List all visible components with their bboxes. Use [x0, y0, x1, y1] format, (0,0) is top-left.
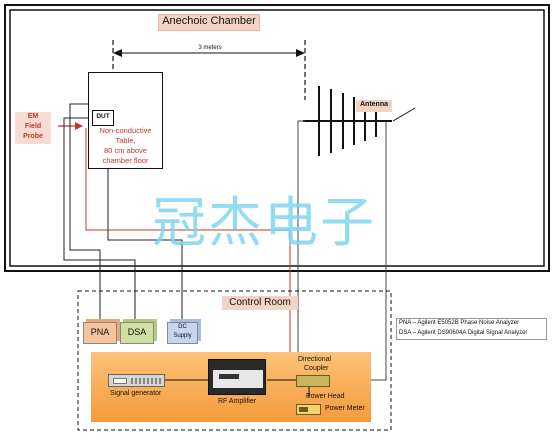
probe-label-1: EM [27, 113, 39, 120]
coupler-label-2: Coupler [304, 365, 329, 372]
rf-amplifier-display [219, 374, 239, 379]
probe-label-box [15, 112, 51, 144]
control-room-title: Control Room [229, 297, 291, 308]
pna-instrument [83, 322, 117, 344]
rf-amplifier-panel [213, 370, 263, 388]
dut-label: DUT [96, 113, 110, 120]
table-caption-2: Table, [115, 136, 136, 145]
power-meter-label: Power Meter [325, 405, 365, 412]
distance-arrow-left [113, 49, 122, 57]
control-room-border [77, 290, 392, 431]
antenna-leader [392, 107, 416, 122]
chamber-outer-wall [4, 4, 550, 272]
dc-supply-label-2: Supply [173, 333, 192, 339]
control-room-title-box [222, 296, 298, 310]
distance-arrow-right [296, 49, 305, 57]
signal-generator-keys [131, 378, 161, 384]
dsa-instrument [120, 322, 154, 344]
distance-label: 3 meters [190, 45, 230, 51]
legend-pna: PNA – Agilent E5052B Phase Noise Analyze… [399, 320, 520, 326]
probe-arrow-head [75, 122, 83, 130]
antenna-label: Antenna [360, 101, 388, 108]
signal-generator-label: Signal generator [110, 390, 162, 397]
table-caption-4: chamber floor [102, 156, 149, 165]
probe-label-3: Probe [23, 133, 43, 140]
cable-antenna-coupler [297, 120, 305, 383]
dc-supply-instrument [167, 322, 198, 344]
table-caption-1: Non-conductive [99, 126, 152, 135]
power-meter-display [299, 407, 308, 412]
antenna-label-box [356, 100, 392, 112]
watermark-text: 冠杰电子 [152, 191, 376, 254]
dsa-label: DSA [127, 327, 147, 337]
table-caption-3: 80 cm above [104, 146, 147, 155]
instrument-legend [396, 318, 547, 340]
power-meter-device [296, 404, 321, 415]
legend-dsa: DSA – Agilent DS90604A Digital Signal An… [399, 330, 528, 336]
pna-label: PNA [90, 327, 110, 337]
cable-dut-dc [107, 128, 183, 322]
signal-generator-device [108, 374, 165, 387]
dc-supply-label-1: DC [178, 324, 187, 330]
chamber-title: Anechoic Chamber [162, 15, 256, 27]
cable-dut-dsa [63, 117, 136, 325]
power-head-label: Power Head [306, 393, 345, 400]
dut-box [92, 110, 114, 126]
cable-dut-pna [69, 103, 101, 322]
signal-generator-display [113, 378, 127, 384]
directional-coupler-device [296, 375, 330, 387]
antenna-icon [303, 86, 392, 156]
chamber-inner-wall [9, 9, 545, 267]
coupler-label-1: Directional [298, 356, 332, 363]
probe-label-2: Field [24, 123, 42, 130]
chamber-title-box [158, 14, 260, 31]
rf-amplifier-device [208, 359, 266, 395]
rf-amplifier-label: RF Amplifier [217, 398, 257, 405]
